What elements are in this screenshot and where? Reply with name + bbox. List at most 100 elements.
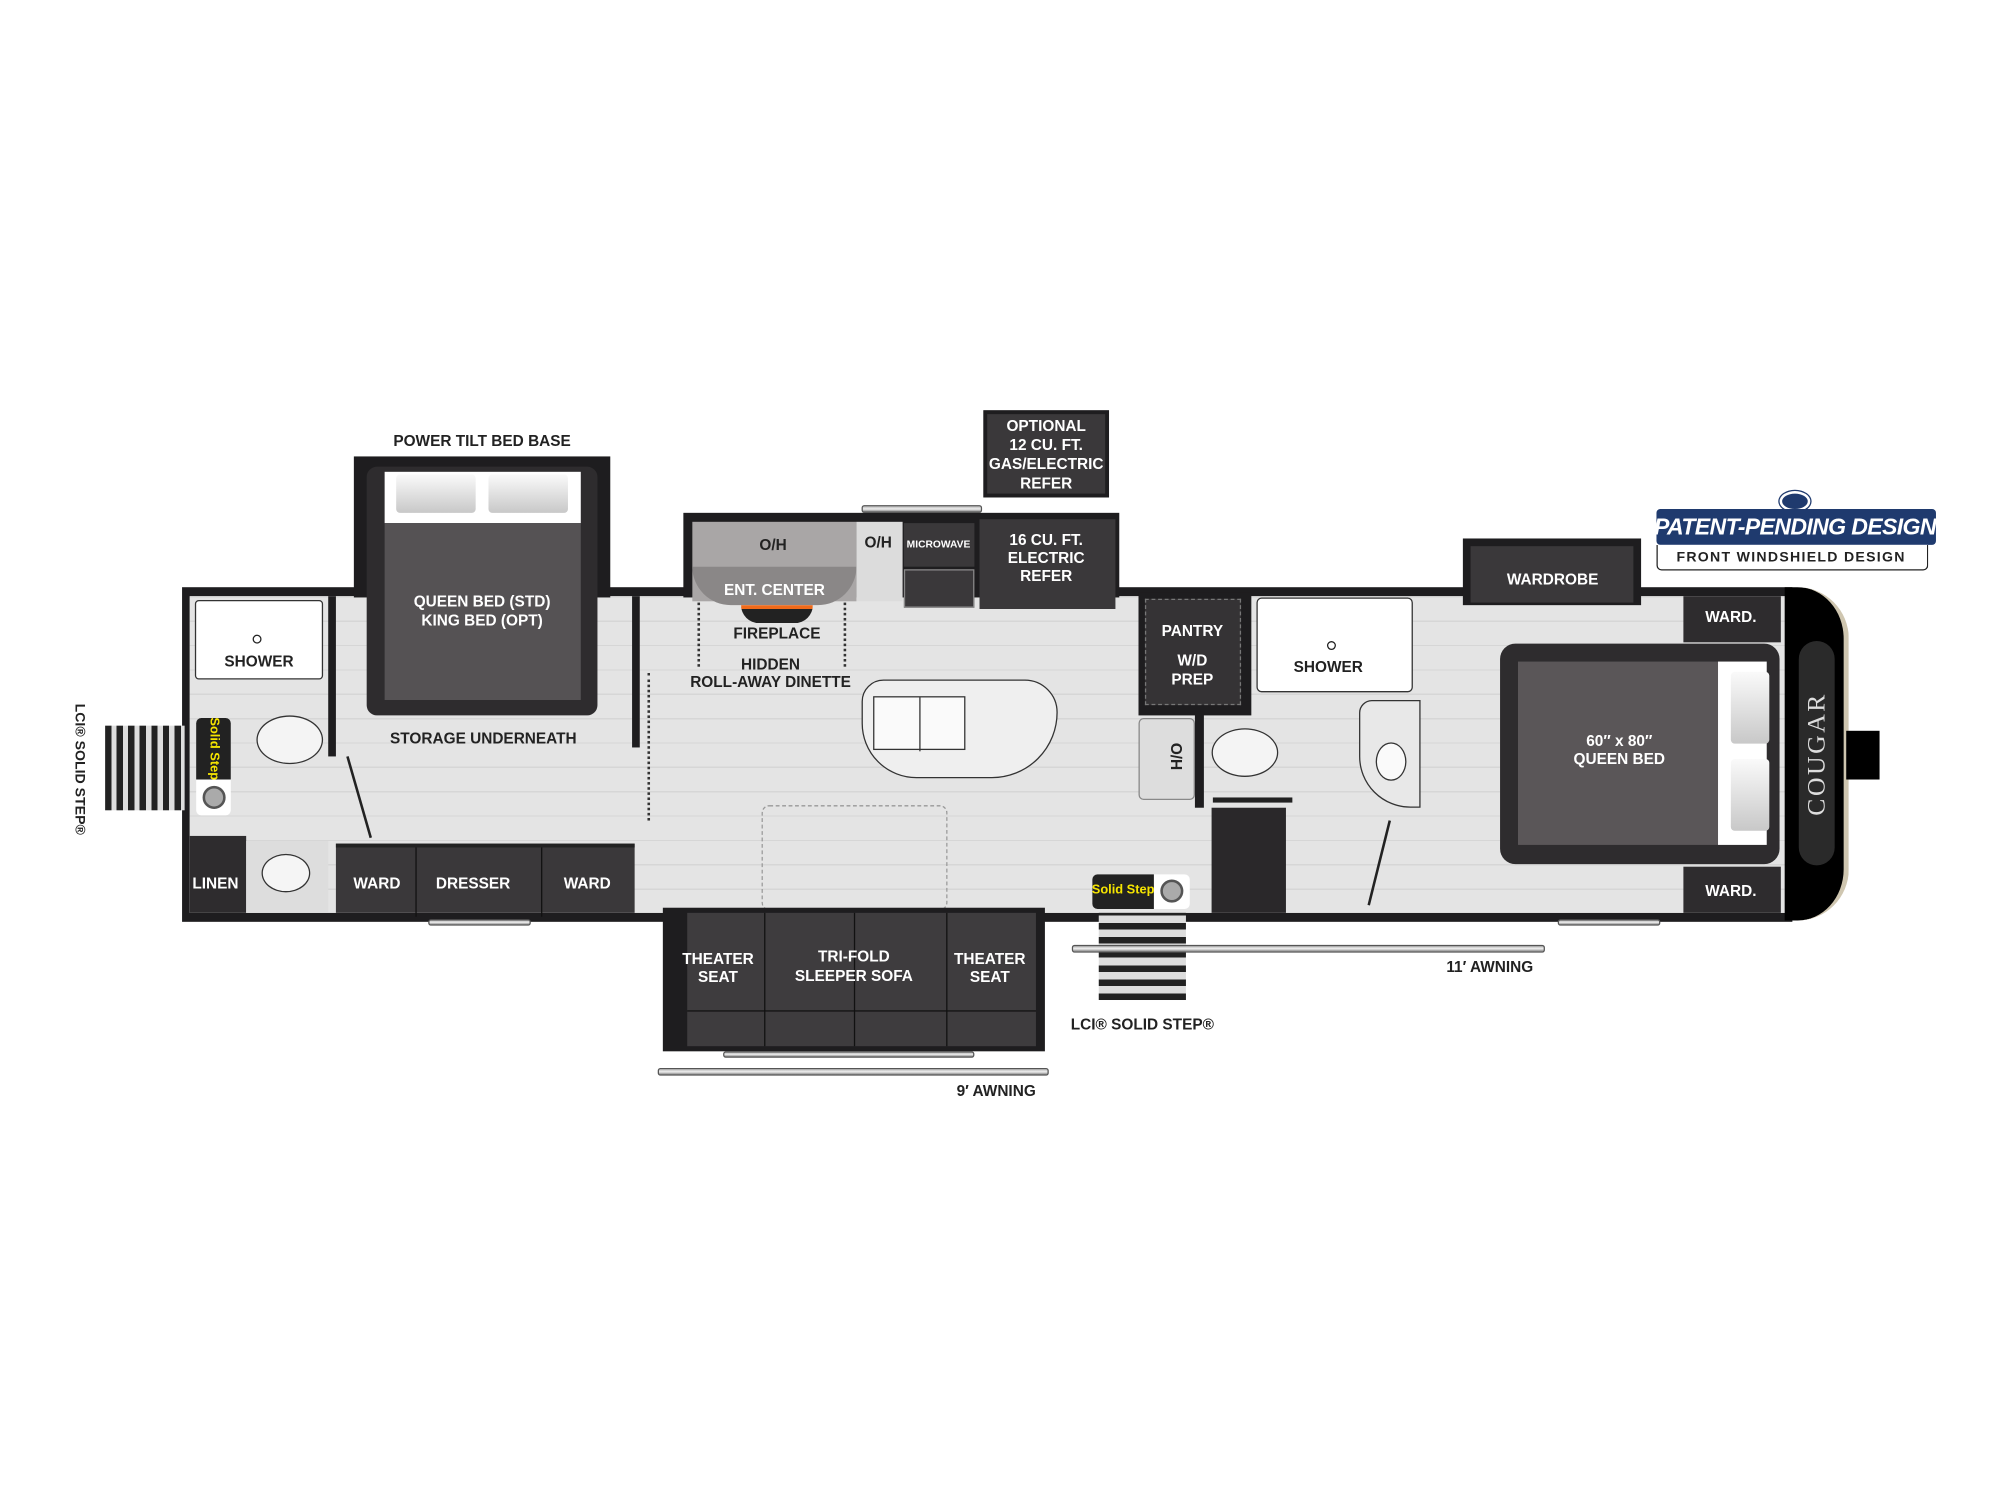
drain-icon <box>252 634 262 644</box>
sink-icon <box>1375 742 1407 781</box>
bath-wall <box>328 596 336 757</box>
oh-left-label: O/H <box>759 535 787 554</box>
drain-icon <box>1326 641 1336 651</box>
dinette-track <box>647 673 651 821</box>
front-toilet <box>1211 728 1279 777</box>
hanging-overhead <box>1138 717 1195 801</box>
ward-top-label: WARD. <box>1705 607 1757 626</box>
double-sink-icon <box>873 696 966 752</box>
pillow <box>1730 671 1770 744</box>
refer-opt-2: 12 CU. FT. <box>1009 435 1083 454</box>
front-bed-label-2: QUEEN BED <box>1573 750 1666 768</box>
pillow <box>396 474 476 513</box>
rear-bed <box>384 523 581 701</box>
refer-16-3: REFER <box>1020 566 1073 585</box>
refer-opt-3: GAS/ELECTRIC <box>988 455 1104 474</box>
ho-label: H/O <box>1167 742 1186 771</box>
fireplace-label: FIREPLACE <box>733 624 821 643</box>
refer-16-2: ELECTRIC <box>1007 548 1085 567</box>
rear-bed-label-1: QUEEN BED (STD) <box>413 592 551 611</box>
lci-logo-icon <box>1160 879 1184 903</box>
sink-icon <box>261 853 311 893</box>
ent-center <box>692 566 857 606</box>
rear-bed-label-2: KING BED (OPT) <box>421 611 543 630</box>
patent-badge: PATENT-PENDING DESIGN FRONT WINDSHIELD D… <box>1653 491 1937 573</box>
badge-title: PATENT-PENDING DESIGN <box>1653 514 1937 540</box>
refrigerator <box>979 519 1116 609</box>
entry-step-label: LCI® SOLID STEP® <box>1070 1015 1214 1034</box>
entry-step <box>1098 912 1186 1001</box>
rear-step-label: LCI® SOLID STEP® <box>71 703 88 835</box>
bedroom-wall <box>632 596 640 748</box>
wardrobe-label: WARDROBE <box>1506 570 1599 589</box>
awning-9-label: 9′ AWNING <box>956 1082 1036 1101</box>
slide-topper <box>723 1051 975 1058</box>
stair-closet <box>1211 807 1286 913</box>
refer-16-1: 16 CU. FT. <box>1009 530 1083 549</box>
ent-center-label: ENT. CENTER <box>723 580 825 599</box>
stove <box>903 569 975 608</box>
rear-vanity <box>246 841 329 913</box>
dresser-label: DRESSER <box>435 874 511 893</box>
power-tilt-label: POWER TILT BED BASE <box>393 432 571 451</box>
wardrobe <box>1470 546 1634 603</box>
dinette-arrow <box>697 602 701 667</box>
microwave <box>903 523 975 567</box>
theater-left-2: SEAT <box>698 967 738 986</box>
pillow <box>1730 759 1770 831</box>
theater-right-1: THEATER <box>954 950 1026 968</box>
badge-subtitle: FRONT WINDSHIELD DESIGN <box>1676 550 1906 566</box>
sofa-label-2: SLEEPER SOFA <box>794 966 913 985</box>
slide-topper <box>428 919 531 926</box>
solid-step-logo: Solid Step <box>196 717 231 816</box>
slide-topper <box>1557 919 1661 926</box>
ward-bottom-label: WARD. <box>1705 882 1757 901</box>
dinette-label-2: ROLL-AWAY DINETTE <box>690 673 851 692</box>
theater-right-2: SEAT <box>969 967 1010 986</box>
solid-step-text: Solid Step <box>206 717 221 781</box>
front-bed <box>1518 661 1719 845</box>
solid-step-logo: Solid Step <box>1091 874 1190 910</box>
solid-step-text: Solid Step <box>1091 883 1155 898</box>
optional-refer <box>983 410 1110 498</box>
front-shower-label: SHOWER <box>1293 657 1363 676</box>
overhead-cabinet-right <box>856 521 903 602</box>
linen-label: LINEN <box>192 874 239 893</box>
awning-9 <box>657 1067 1049 1076</box>
ward-bottom <box>1683 866 1781 913</box>
oh-right-label: O/H <box>864 533 892 552</box>
rear-entry-step <box>105 725 185 811</box>
kitchen-island <box>861 679 1058 779</box>
awning-11 <box>1071 944 1545 953</box>
pantry-label-2: W/D <box>1177 651 1208 670</box>
sofa <box>687 912 1036 1047</box>
pantry <box>1144 598 1242 706</box>
brand-plate <box>1798 641 1835 866</box>
rear-toilet <box>256 715 324 765</box>
dinette-label-1: HIDDEN <box>741 655 801 674</box>
bath-wall <box>1194 711 1204 808</box>
front-bed-label-1: 60″ x 80″ <box>1586 732 1653 751</box>
hitch <box>1846 730 1880 780</box>
refer-opt-4: REFER <box>1020 474 1073 493</box>
storage-label: STORAGE UNDERNEATH <box>390 729 577 748</box>
lci-logo-icon <box>202 785 226 810</box>
dresser-unit <box>335 843 635 917</box>
ward-right-label: WARD <box>563 874 611 893</box>
refer-opt-1: OPTIONAL <box>1006 416 1086 435</box>
ward-left-label: WARD <box>353 874 401 893</box>
dinette-area <box>761 805 948 911</box>
awning-11-label: 11′ AWNING <box>1446 957 1534 976</box>
sliding-door <box>1212 797 1293 803</box>
ward-top <box>1683 596 1781 643</box>
theater-left-1: THEATER <box>682 950 754 968</box>
dinette-arrow <box>843 602 847 667</box>
slide-topper <box>861 505 983 513</box>
brand-logo: COUGAR <box>1802 692 1831 816</box>
pantry-label-3: PREP <box>1171 670 1214 689</box>
sofa-label-1: TRI-FOLD <box>817 947 890 966</box>
pillow <box>488 474 568 513</box>
fireplace-icon <box>741 605 813 624</box>
linen-cabinet <box>189 835 247 913</box>
